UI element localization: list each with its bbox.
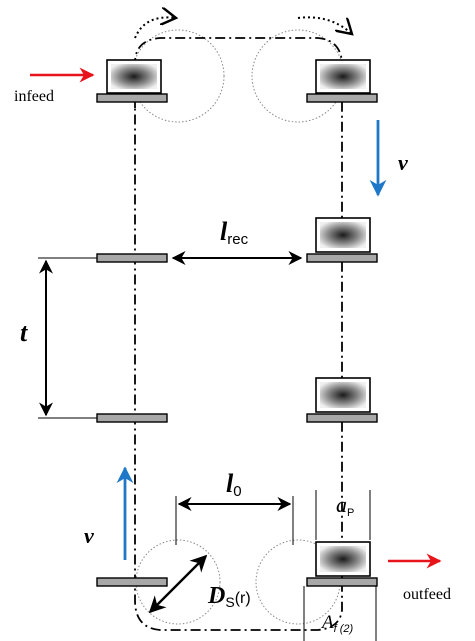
ap-label: aP [336,492,354,519]
ap-main: a [336,492,347,517]
carrier-rail-icon [96,413,168,423]
l0-main: l [226,469,234,498]
sprocket-bottom-left [135,539,221,625]
carrier-rail-icon [306,93,378,103]
carrier-rail-icon [96,577,168,587]
l-rec-label: lrec [220,217,249,248]
carrier-rails [96,93,378,587]
carrier-rail-icon [306,253,378,263]
l-rec-main: l [220,217,228,246]
ds-dimension-arrow [148,554,208,614]
infeed-label: infeed [14,88,54,105]
l0-sub: 0 [233,483,241,500]
sprocket-circles [131,29,345,625]
ds-main: D [207,583,225,609]
workpiece-box-icon [315,377,371,413]
ds-label: DS(r) [207,583,251,610]
af-label: Af (2) [320,612,354,635]
workpiece-box-icon [315,541,371,577]
ds-suffix: (r) [235,590,251,607]
carrier-rail-icon [306,577,378,587]
rotation-arrow-right [297,16,352,34]
af-main: A [320,612,334,633]
rotation-arrow-left [134,17,176,39]
carrier-rail-icon [96,253,168,263]
af-sub: f (2) [334,623,354,635]
workpiece-boxes [106,59,371,577]
carrier-rail-icon [306,413,378,423]
t-label: t [20,318,28,347]
l-rec-sub: rec [227,231,248,248]
workpiece-box-icon [315,59,371,94]
workpiece-box-icon [106,59,162,94]
ds-sub: S [225,594,234,610]
carrier-rail-icon [96,93,168,103]
ap-sub: P [347,507,354,519]
chain-path [134,37,343,631]
l0-label: l0 [226,469,242,500]
velocity-label-top: v [398,150,408,175]
outfeed-label: outfeed [403,586,451,603]
velocity-label-bottom: v [84,523,94,548]
workpiece-box-icon [315,217,371,253]
